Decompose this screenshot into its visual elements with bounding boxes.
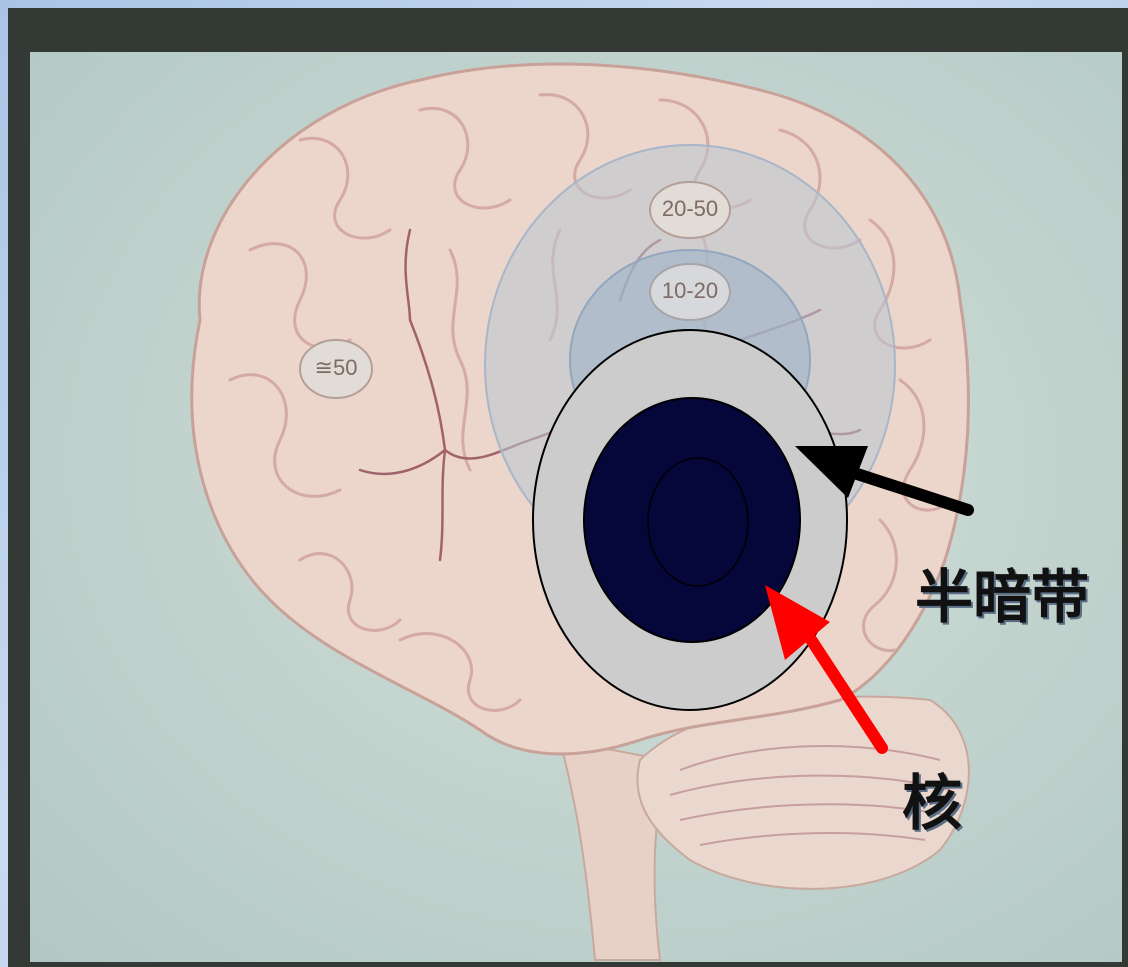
core-label: 核 [902,755,962,842]
core-region [584,398,800,642]
zone-label-outer: ≅50 [300,355,372,381]
zone-label-middle: 20-50 [650,196,730,222]
zone-label-inner: 10-20 [650,278,730,304]
penumbra-label: 半暗带 [915,550,1089,634]
